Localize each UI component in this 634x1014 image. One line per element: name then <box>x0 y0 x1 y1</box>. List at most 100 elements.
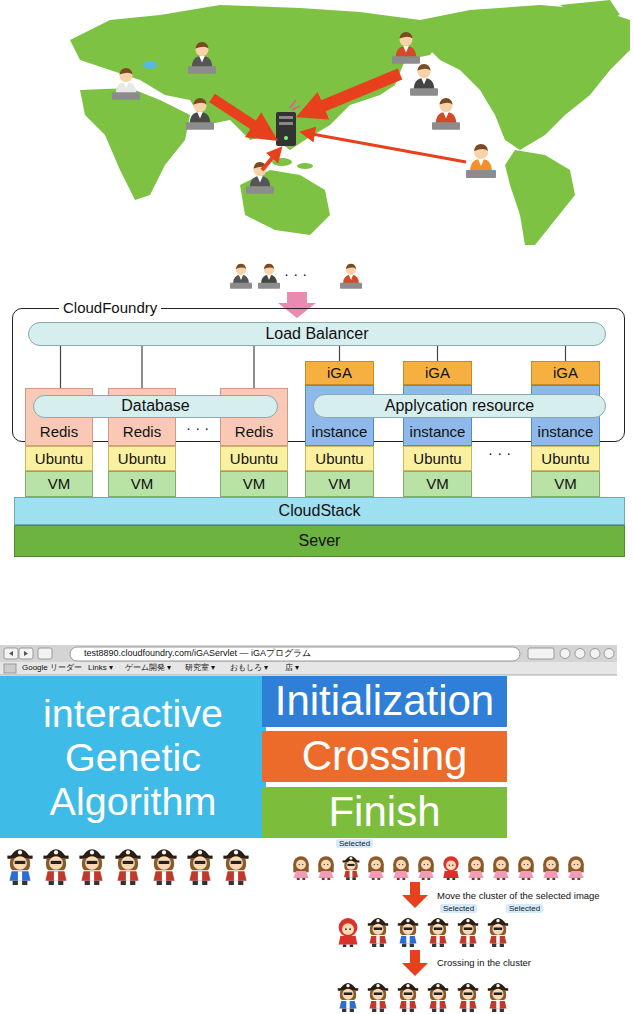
bookmark: おもしろ ▾ <box>230 663 268 672</box>
server-icon <box>276 100 300 146</box>
user-icon <box>432 98 460 130</box>
node-text: Load Balancer <box>262 325 371 343</box>
node-text: instance <box>535 423 597 440</box>
vm-box: VM <box>25 471 93 497</box>
step-note: Move the cluster of the selected image <box>437 891 600 902</box>
menu-button: Initialization <box>262 676 507 727</box>
user-icon <box>188 42 216 74</box>
node-text: Sever <box>296 532 344 550</box>
ellipsis: · · · <box>488 444 511 461</box>
node-text: CloudStack <box>276 502 364 520</box>
connector <box>339 346 340 361</box>
selected-tag: Selected <box>336 839 373 848</box>
cloudstack-layer: CloudStack <box>14 497 625 525</box>
node-text: instance <box>309 423 371 440</box>
database-band: Database <box>33 395 278 418</box>
population-row <box>293 856 583 880</box>
node-text: Redis <box>232 423 276 440</box>
node-text: Redis <box>120 423 164 440</box>
connector <box>253 346 254 388</box>
connector <box>60 346 61 388</box>
user-icon <box>112 68 140 100</box>
ellipsis: · · · <box>186 419 209 436</box>
bookmark: ゲーム開発 ▾ <box>125 663 171 672</box>
bookmark: Google リーダー <box>22 663 82 672</box>
node-text: Ubuntu <box>538 450 592 467</box>
user-icon <box>392 32 420 64</box>
user-row <box>230 264 362 289</box>
ellipsis: · · · <box>284 265 307 282</box>
node-text: VM <box>240 475 269 492</box>
bookmark: Links ▾ <box>88 663 113 672</box>
vm-box: VM <box>108 471 176 497</box>
world-map <box>70 0 630 245</box>
user-icon <box>410 64 438 96</box>
node-text: VM <box>128 475 157 492</box>
node-text: iGA <box>422 364 453 381</box>
user-icon <box>230 264 252 289</box>
step-note: Crossing in the cluster <box>437 958 531 969</box>
url-text: test8890.cloudfoundry.com/iGAServlet — i… <box>84 648 311 658</box>
node-text: Crossing <box>299 732 471 780</box>
os-box: Ubuntu <box>305 446 374 471</box>
user-icon <box>340 264 362 289</box>
bookmark: 店 ▾ <box>285 663 299 672</box>
vm-box: VM <box>305 471 374 497</box>
access-arrows <box>212 74 466 170</box>
node-text: VM <box>423 475 452 492</box>
node-text: Ubuntu <box>32 450 86 467</box>
os-box: Ubuntu <box>531 446 600 471</box>
connector <box>437 346 438 361</box>
user-icon <box>466 144 496 178</box>
iga-box: iGA <box>305 361 374 385</box>
connector <box>565 346 566 361</box>
node-text: Ubuntu <box>227 450 281 467</box>
step-arrow <box>402 882 428 908</box>
node-text: iGA <box>550 364 581 381</box>
selected-tag: Selected <box>506 904 543 913</box>
users <box>112 32 496 194</box>
iga-box: iGA <box>531 361 600 385</box>
bookmark: 研究室 ▾ <box>185 663 215 672</box>
title-panel: interactive Genetic Algorithm <box>0 676 266 838</box>
user-icon <box>258 264 280 289</box>
node-text: Finish <box>325 788 443 836</box>
node-text: instance <box>407 423 469 440</box>
node-text: Initialization <box>272 677 497 725</box>
cluster-row <box>339 918 509 947</box>
node-text: VM <box>551 475 580 492</box>
vm-box: VM <box>403 471 472 497</box>
os-box: Ubuntu <box>108 446 176 471</box>
node-text: iGA <box>324 364 355 381</box>
node-text: VM <box>45 475 74 492</box>
step-arrow <box>402 950 428 976</box>
menu-button: Crossing <box>262 731 507 782</box>
node-text: interactive Genetic Algorithm <box>0 691 266 824</box>
node-text: VM <box>325 475 354 492</box>
node-text: CloudFoundry <box>59 299 161 316</box>
os-box: Ubuntu <box>403 446 472 471</box>
resource-band: Applycation resource <box>313 394 606 418</box>
node-text: Applycation resource <box>382 397 537 415</box>
node-text: Database <box>118 397 193 415</box>
os-box: Ubuntu <box>25 446 93 471</box>
load-balancer-band: Load Balancer <box>28 322 606 346</box>
node-text: Redis <box>37 423 81 440</box>
platform-group: CloudFoundryLoad BalancerRedisRedisRedis… <box>12 308 625 442</box>
selected-tag: Selected <box>440 904 477 913</box>
browser-chrome <box>0 645 617 675</box>
node-text: Ubuntu <box>312 450 366 467</box>
os-box: Ubuntu <box>220 446 288 471</box>
generation-left <box>7 849 248 885</box>
user-icon <box>246 162 274 194</box>
user-icon <box>186 98 214 130</box>
menu-button: Finish <box>262 787 507 838</box>
request-arrow <box>278 292 316 318</box>
node-text: Ubuntu <box>410 450 464 467</box>
connector <box>141 346 142 388</box>
vm-box: VM <box>531 471 600 497</box>
vm-box: VM <box>220 471 288 497</box>
crossed-row <box>338 983 508 1012</box>
server-layer: Sever <box>14 525 625 557</box>
